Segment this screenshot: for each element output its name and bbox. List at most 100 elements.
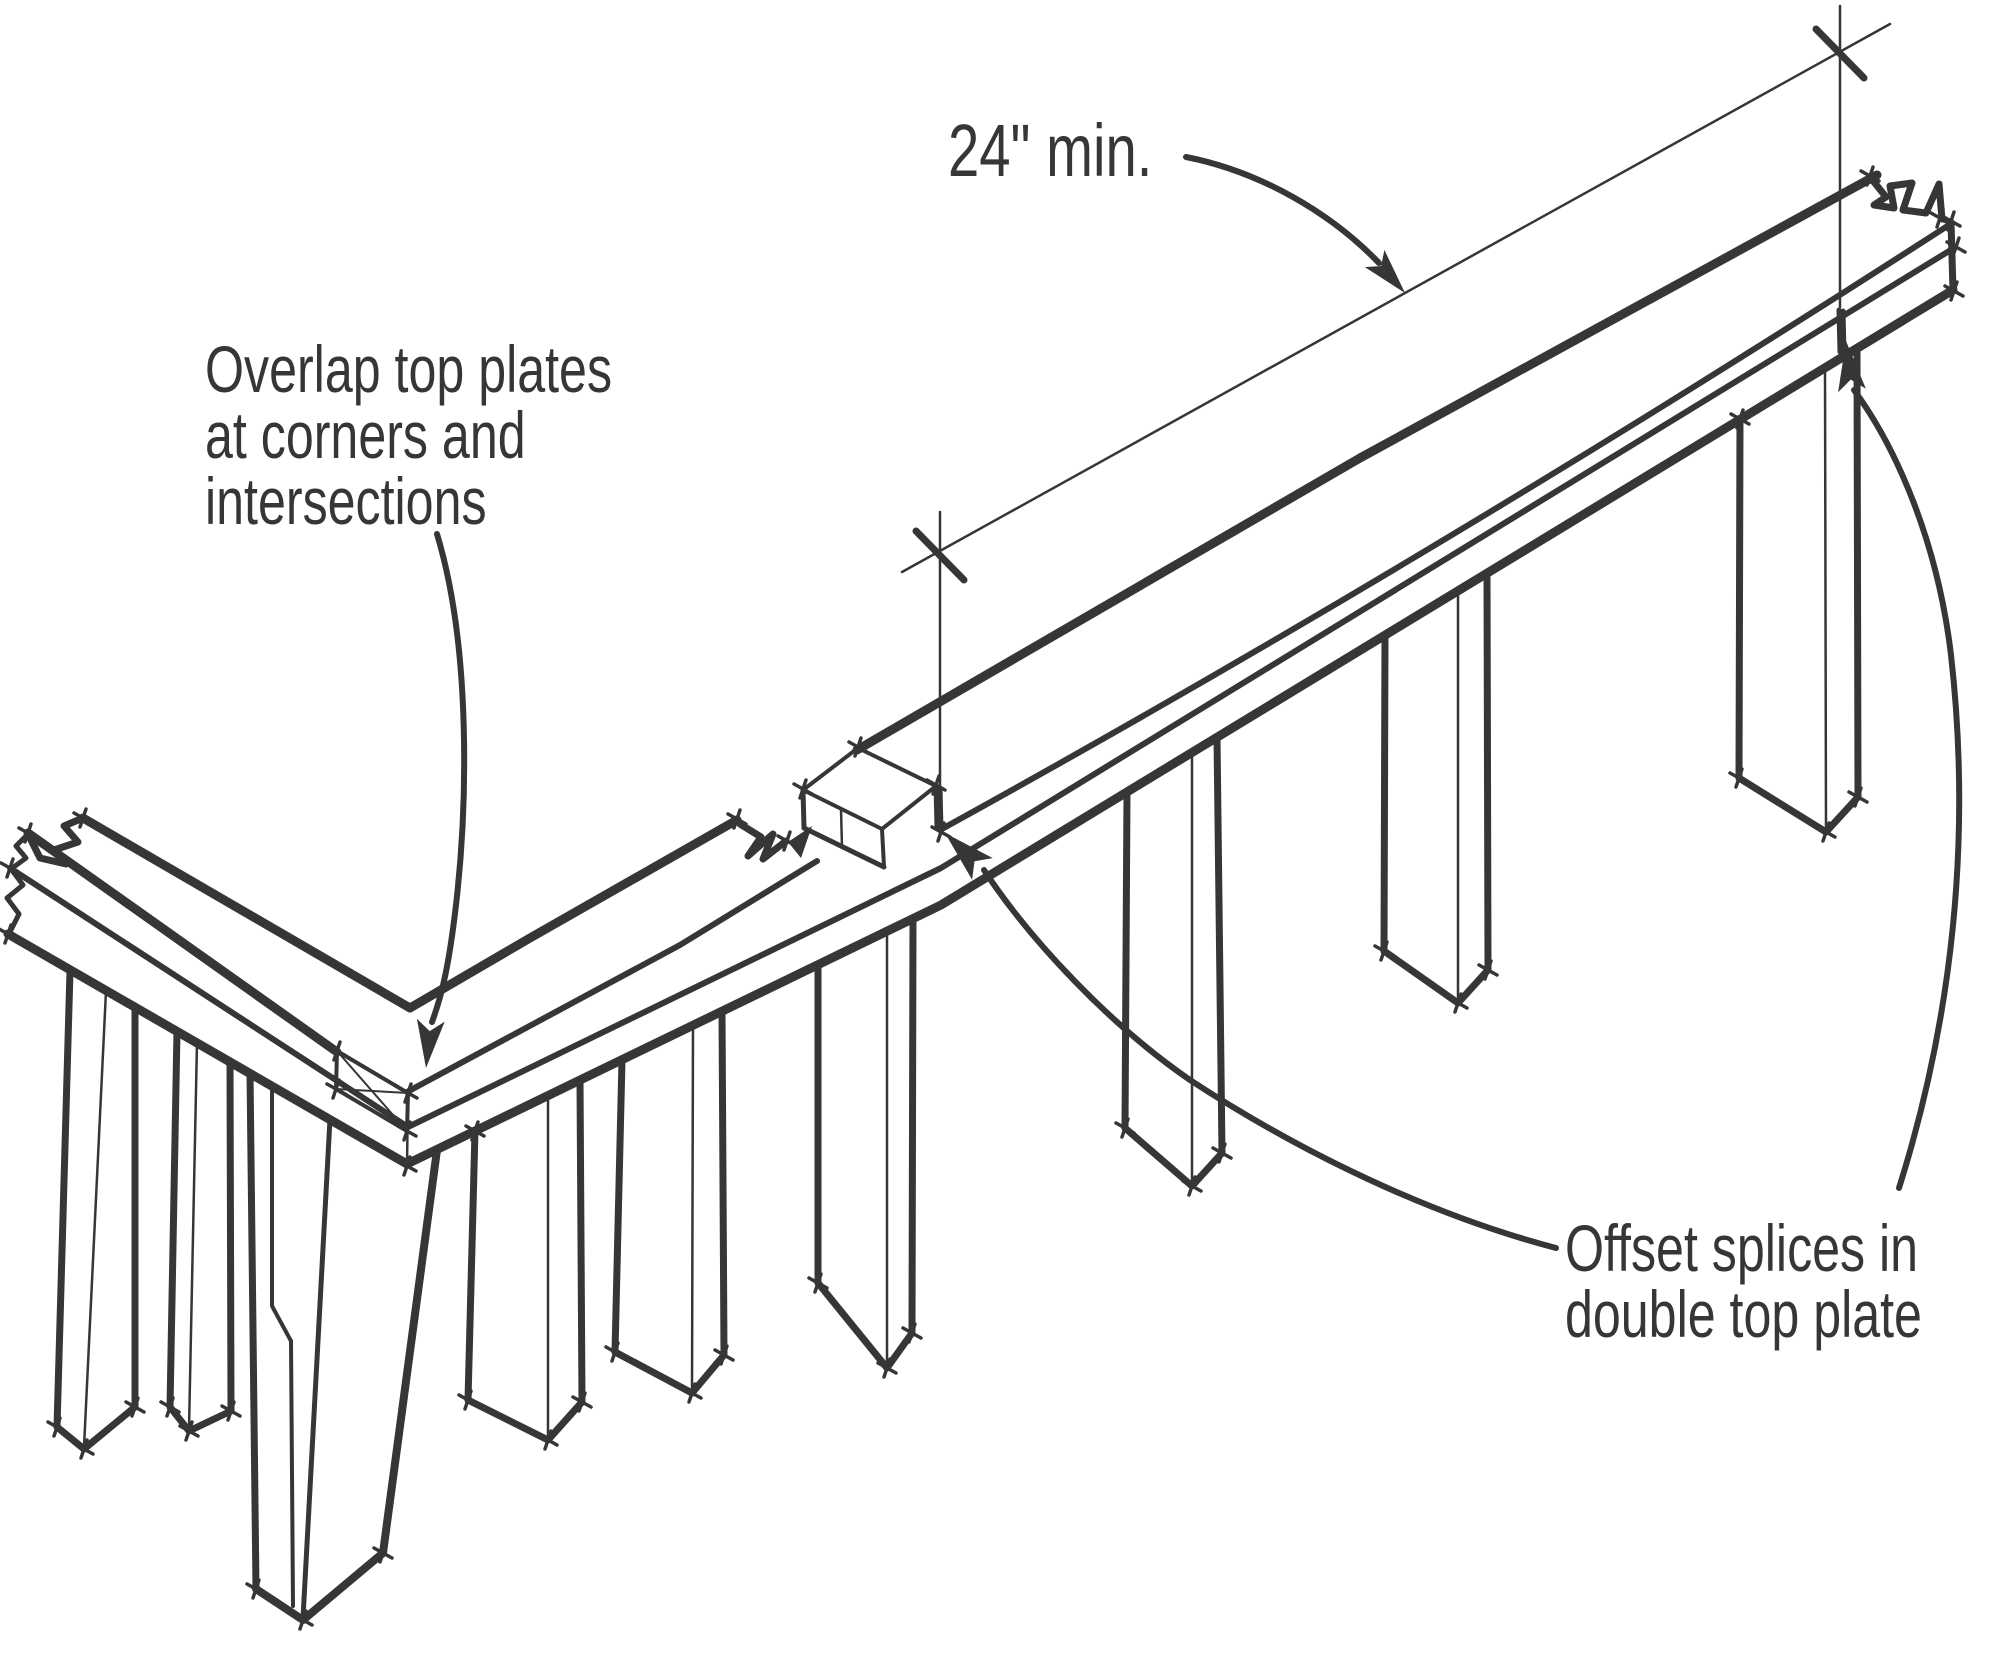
dimension-tick-right — [1812, 25, 1868, 82]
tick-mark-icon — [1949, 280, 1959, 302]
tick-mark-icon — [3, 923, 13, 945]
tick-mark-icon — [79, 1438, 89, 1460]
offset-leader-line-lower-splice — [1851, 387, 1963, 1191]
upper-plate-left-segment-front-edge — [404, 858, 820, 1095]
left-wall-top-back-edge — [78, 813, 415, 1013]
tick-mark-icon — [931, 774, 941, 796]
tick-mark-icon — [251, 1578, 261, 1600]
tick-mark-icon — [813, 1272, 823, 1294]
right-wall-break-zigzag — [1866, 173, 1946, 223]
overlap-leader-arrowhead-icon — [416, 1018, 445, 1068]
tick-mark-icon — [298, 1609, 308, 1631]
stud — [814, 914, 917, 1372]
tick-mark-icon — [1379, 940, 1389, 962]
tick-mark-icon — [1120, 1117, 1130, 1139]
tick-mark-icon — [1187, 1175, 1197, 1197]
tick-mark-icon — [403, 1082, 413, 1104]
right-wall-plate-bottom-edge — [402, 285, 1958, 1169]
right-wall-top-plates — [402, 170, 1958, 1169]
right-wall-studs — [464, 344, 1862, 1444]
left-wall-break-lower-closure — [4, 866, 26, 937]
tick-mark-icon — [470, 1120, 480, 1142]
dimension-24in — [900, 4, 1892, 833]
offset-label-row2: double top plate — [1565, 1278, 1922, 1351]
stud — [1735, 344, 1862, 836]
left-wall-studs — [53, 967, 441, 1624]
lower-splice-joint-line-1 — [1836, 307, 1843, 355]
upper-plate-right-segment-back-edge — [852, 170, 1882, 755]
overlap-label-row3: intersections — [205, 465, 487, 538]
tick-mark-icon — [798, 778, 808, 800]
tick-mark-icon — [936, 821, 946, 843]
tick-mark-icon — [463, 1389, 473, 1411]
stud — [53, 967, 139, 1453]
tick-mark-icon — [1821, 821, 1831, 843]
tick-mark-icon — [331, 1078, 341, 1100]
tick-mark-icon — [5, 857, 15, 879]
splice-block-bottom-edge — [801, 825, 887, 870]
splice-block-right-edge — [880, 827, 886, 869]
tick-mark-icon — [882, 1357, 892, 1379]
overlap-label-line2: at corners and — [205, 399, 526, 472]
dimension-line — [900, 22, 1892, 574]
corner-post — [246, 1069, 441, 1624]
leader-arrows — [416, 154, 1963, 1251]
dimension-label-text: 24" min. — [948, 110, 1152, 192]
left-wall-top-plates — [3, 813, 415, 1169]
tick-mark-icon — [165, 1396, 175, 1418]
offset-label-line1: Offset splices in — [1565, 1212, 1918, 1285]
stud — [464, 1076, 586, 1444]
tick-mark-icon — [1935, 207, 1945, 229]
tick-mark-icon — [687, 1382, 697, 1404]
lower-splice-joint-line-2 — [1840, 308, 1847, 356]
dimension-tick-left — [912, 527, 968, 584]
right-wall-plate-joint-edge — [405, 245, 1957, 1130]
lower-plate-splice — [1836, 307, 1847, 356]
splice-block-left-edge — [800, 787, 807, 831]
splice-break-flag — [788, 826, 812, 858]
tick-mark-icon — [52, 1416, 62, 1438]
splice-break-zigzag — [736, 820, 790, 863]
upper-plate-splice — [736, 746, 944, 870]
dimension-leader-arrowhead-icon — [1364, 249, 1405, 293]
overlap-label-line3: intersections — [205, 465, 487, 538]
tick-mark-icon — [1453, 992, 1463, 1014]
tick-mark-icon — [1734, 767, 1744, 789]
tick-mark-icon — [1853, 786, 1863, 808]
tick-mark-icon — [23, 822, 33, 844]
tick-mark-icon — [719, 1344, 729, 1366]
left-wall-break-upper-closure — [8, 831, 31, 872]
offset-leader-line-upper-splice — [981, 867, 1559, 1251]
upper-splice-joint-line-1 — [933, 783, 940, 831]
offset-label-line2: double top plate — [1565, 1278, 1922, 1351]
overlap-leader-line — [429, 531, 468, 1025]
offset-leader-arrowhead-lower-icon — [1838, 341, 1866, 393]
tick-mark-icon — [130, 1396, 140, 1418]
tick-mark-icon — [1483, 959, 1493, 981]
tick-mark-icon — [184, 1420, 194, 1442]
tick-mark-icon — [332, 1040, 342, 1062]
tick-mark-icon — [402, 1155, 412, 1177]
stud — [1121, 733, 1226, 1190]
offset-label: Offset splices in — [1565, 1212, 1918, 1285]
tick-mark-icon — [907, 1322, 917, 1344]
left-wall-break-zigzag — [24, 814, 87, 868]
stud — [1380, 569, 1492, 1007]
offset-leader-arrowhead-upper-icon — [945, 833, 993, 880]
overlap-label-line1: Overlap top plates — [205, 333, 612, 406]
tick-mark-icon — [1735, 408, 1745, 430]
tick-mark-icon — [610, 1341, 620, 1363]
corner-tick-marks — [0, 165, 1967, 1631]
stud — [166, 1027, 235, 1435]
tick-mark-icon — [402, 1120, 412, 1142]
tick-mark-icon — [782, 830, 792, 852]
overlap-label: Overlap top plates — [205, 333, 612, 406]
stud — [611, 1007, 728, 1397]
splice-block-top-face — [801, 746, 938, 831]
tick-mark-icon — [1217, 1142, 1227, 1164]
tick-mark-icon — [1946, 210, 1956, 232]
upper-plate-left-segment-back-edge — [405, 815, 742, 1013]
tick-mark-icon — [1865, 165, 1875, 187]
